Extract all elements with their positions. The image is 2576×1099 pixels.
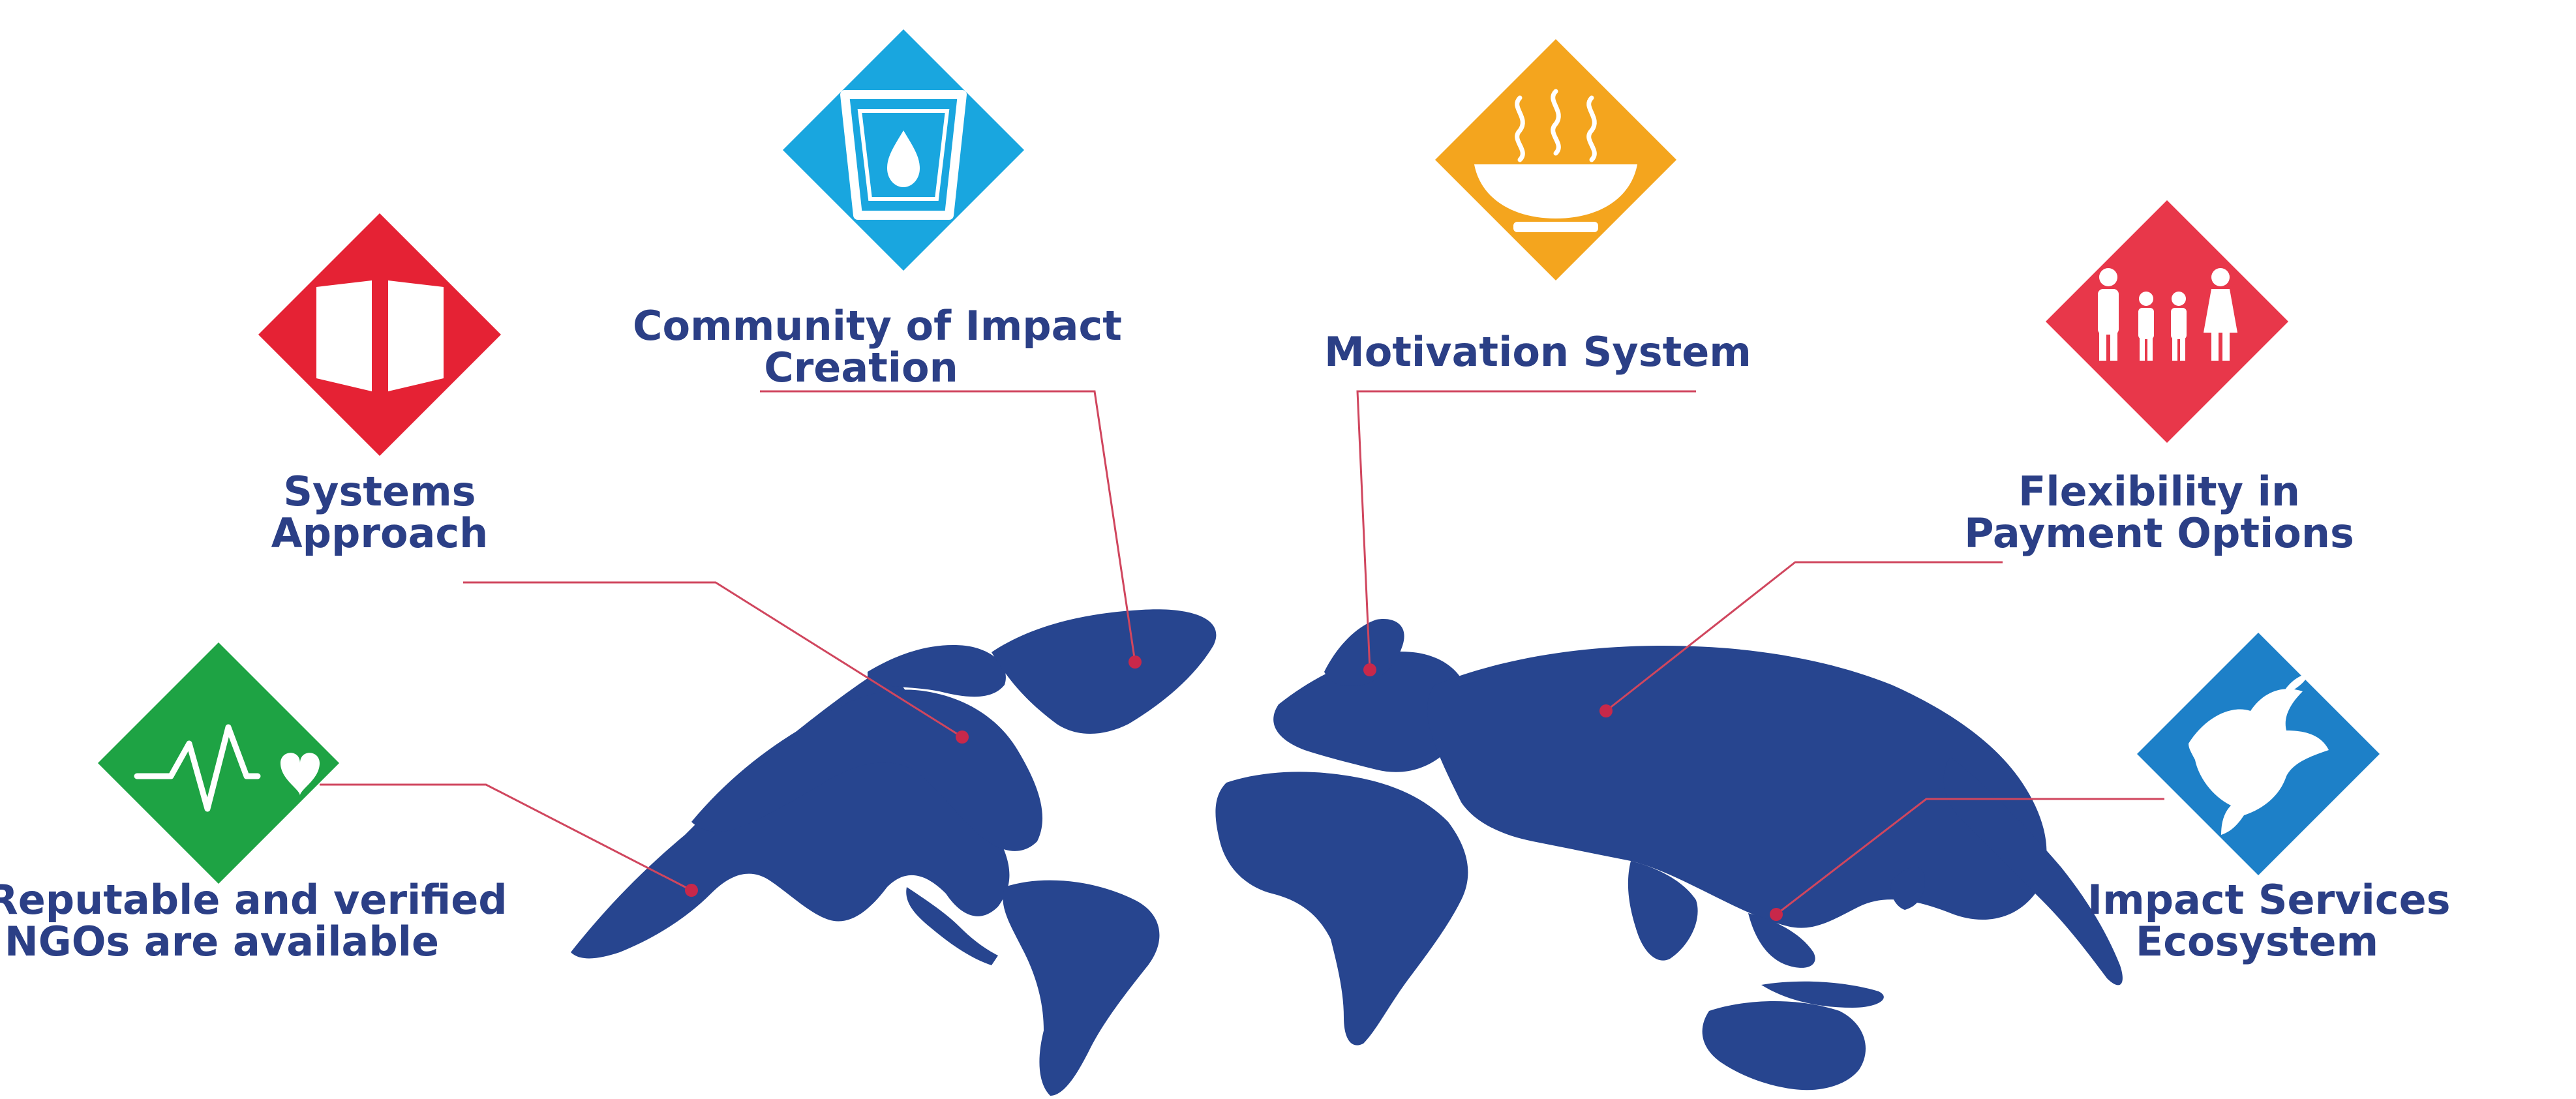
label-ngos: Reputable and verified NGOs are availabl…: [0, 876, 508, 965]
label-flexibility: Flexibility in Payment Options: [1963, 471, 2355, 554]
diamond-flexibility: [2046, 200, 2288, 443]
label-community: Community of Impact Creation: [633, 302, 1122, 391]
map-europe: [1273, 652, 1468, 772]
map-far-east: [1943, 757, 2123, 986]
family-icon: [2098, 268, 2237, 361]
diamond-motivation: [1435, 39, 1676, 280]
map-asia: [1427, 646, 2047, 928]
diamond-community: [783, 29, 1024, 271]
leader-line-motivation: [1356, 390, 1696, 670]
map-japan: [1890, 867, 1925, 910]
label-ecosystem-line-1: Impact Services: [2087, 876, 2451, 924]
diamond-systems: [258, 213, 501, 456]
diamond-ecosystem: [2137, 633, 2380, 875]
world-map: [571, 609, 2123, 1096]
map-canada: [691, 689, 1043, 851]
heartbeat-heart-icon: [134, 724, 320, 812]
dove-icon: [2189, 673, 2329, 835]
label-ngos-line-2: NGOs are available: [4, 918, 440, 965]
label-ngos-line-1: Reputable and verified: [0, 876, 508, 924]
anchor-dot-motivation: [1363, 663, 1376, 676]
map-indonesia: [1761, 981, 1884, 1008]
map-india: [1628, 861, 1698, 961]
label-flexibility-line-1: Flexibility in: [2018, 468, 2301, 515]
map-scandinavia: [1324, 619, 1404, 686]
map-central-america: [906, 887, 998, 965]
map-greenland: [992, 609, 1217, 734]
leader-line-flexibility: [1605, 561, 2003, 712]
label-systems-line-2: Approach: [271, 509, 489, 557]
anchor-dot-systems: [956, 730, 969, 744]
leader-line-systems: [463, 581, 963, 738]
label-flexibility-line-2: Payment Options: [1964, 509, 2354, 557]
label-systems-line-1: Systems: [283, 468, 476, 515]
map-arctic-islands: [868, 645, 1006, 697]
map-south-america: [1003, 880, 1160, 1096]
water-glass-icon: [840, 90, 967, 220]
anchor-dot-ngos: [685, 884, 698, 897]
diamond-ngos: [98, 642, 339, 884]
leader-line-ecosystem: [1776, 798, 2164, 916]
map-africa: [1215, 772, 1468, 1046]
anchor-dot-flexibility: [1599, 704, 1613, 717]
hot-bowl-icon: [1474, 89, 1637, 232]
leader-line-community: [760, 390, 1136, 663]
label-systems: Systems Approach: [243, 471, 517, 554]
label-community-line-2: Creation: [764, 344, 958, 391]
label-motivation: Motivation System: [1324, 328, 1751, 376]
anchor-dot-community: [1129, 655, 1142, 669]
label-ecosystem-line-2: Ecosystem: [2135, 918, 2379, 965]
label-motivation-line-1: Motivation System: [1324, 328, 1751, 376]
anchor-dot-ecosystem: [1770, 908, 1783, 921]
leader-line-ngos: [320, 783, 692, 892]
open-book-icon: [316, 280, 444, 391]
label-ecosystem: Impact Services Ecosystem: [2087, 876, 2451, 965]
map-australia: [1702, 1001, 1866, 1091]
map-southeast-asia: [1748, 913, 1815, 968]
label-community-line-1: Community of Impact: [633, 302, 1122, 350]
